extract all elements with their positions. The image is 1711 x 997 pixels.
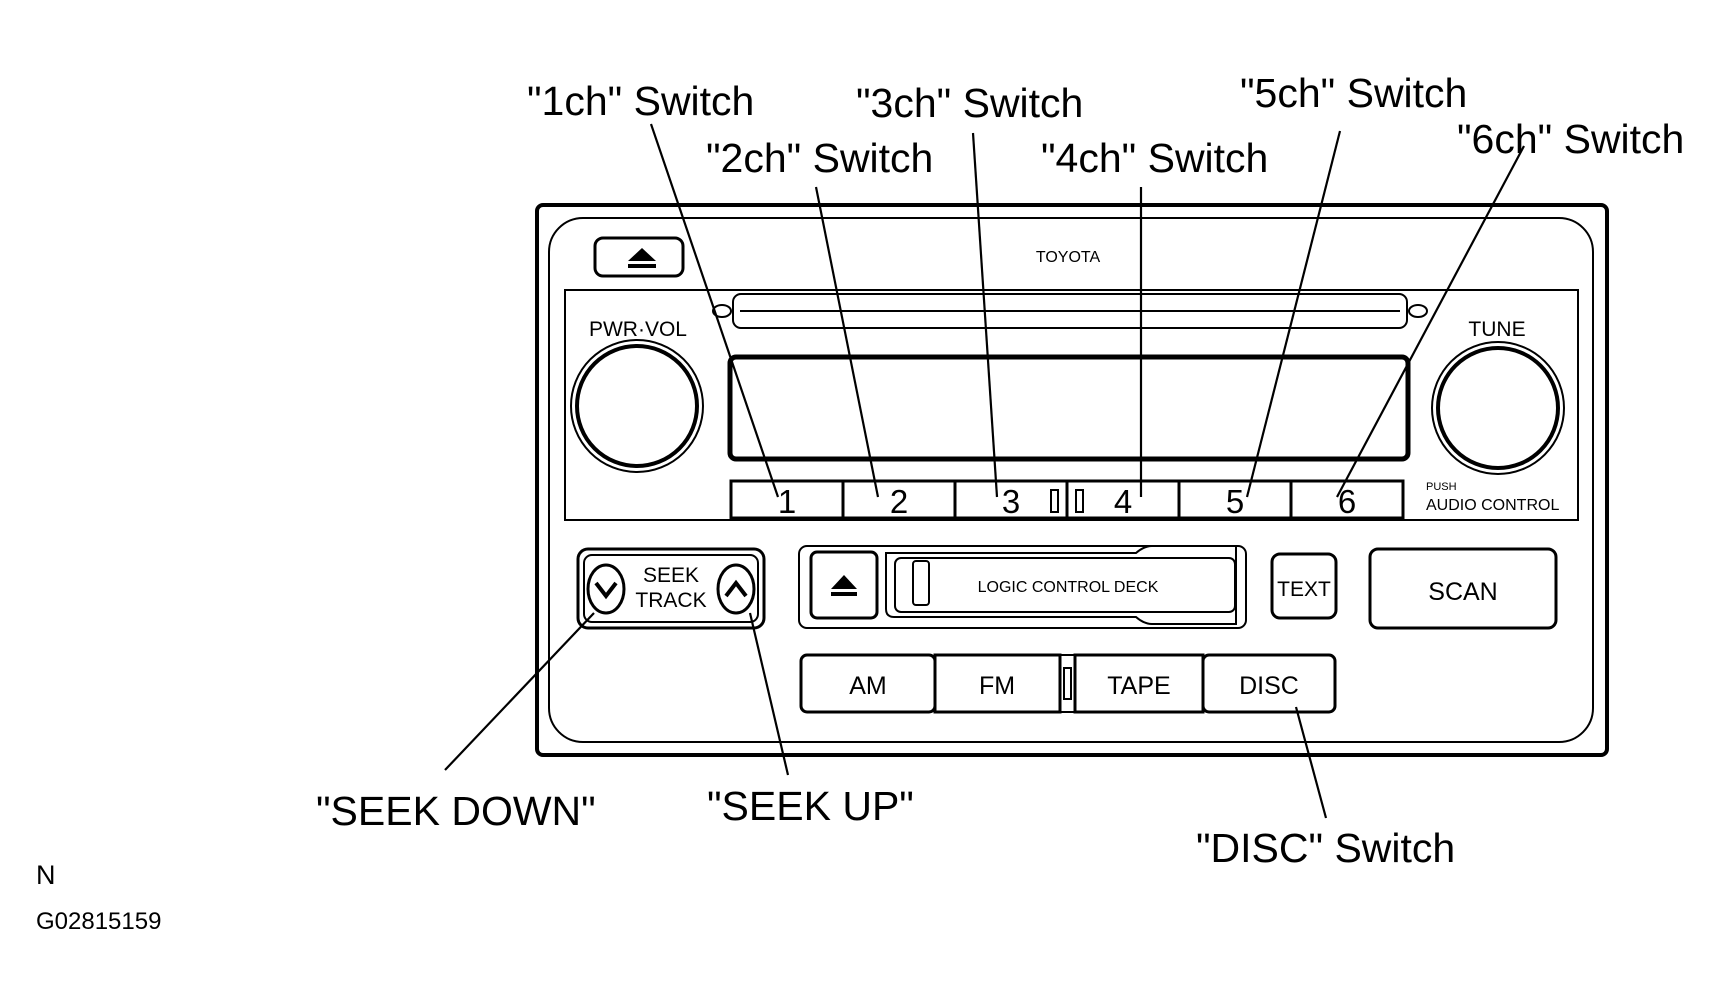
cassette-window (894, 557, 1236, 613)
seek-track-rocker (576, 547, 766, 630)
eject-icon (628, 248, 656, 261)
slot-end-right (1408, 304, 1428, 318)
logic-control-deck-label: LOGIC CONTROL DECK (978, 579, 1159, 596)
pwr-vol-knob[interactable] (575, 344, 699, 468)
tune-knob-outer (1431, 341, 1565, 475)
figure-id: G02815159 (36, 908, 161, 935)
disc-button-label: DISC (1239, 672, 1299, 700)
leader-seek-up (748, 612, 790, 776)
preset-button-1[interactable] (729, 479, 845, 520)
preset-label-1: 1 (778, 483, 796, 520)
cassette-deck-frame (798, 545, 1247, 629)
tune-knob[interactable] (1436, 346, 1560, 470)
source-divider-mark (1063, 667, 1072, 700)
slot-end-left (712, 304, 732, 318)
pwr-vol-label: PWR·VOL (589, 318, 687, 341)
leader-5ch (1245, 130, 1342, 498)
callout-seek-up: "SEEK UP" (707, 783, 914, 829)
fm-button[interactable] (933, 653, 1062, 714)
fm-button-label: FM (979, 672, 1015, 700)
tune-label: TUNE (1468, 318, 1525, 341)
callout-6ch: "6ch" Switch (1457, 116, 1684, 162)
preset-button-3[interactable] (953, 479, 1069, 520)
preset-divider-left (1050, 489, 1059, 513)
chevron-down-icon (594, 581, 618, 600)
cassette-mark (912, 560, 930, 606)
audio-control-label: AUDIO CONTROL (1426, 497, 1559, 514)
eject-icon (831, 575, 857, 589)
preset-divider-right (1075, 489, 1084, 513)
callout-seek-down: "SEEK DOWN" (316, 788, 596, 834)
brand-label: TOYOTA (1036, 249, 1101, 266)
seek-label: SEEK (643, 564, 699, 587)
leader-seek-down (444, 612, 595, 771)
eject-bar-icon (831, 592, 857, 596)
radio-faceplate (548, 217, 1594, 743)
cassette-door (885, 545, 1237, 625)
display-window (727, 354, 1411, 462)
preset-label-6: 6 (1338, 483, 1356, 520)
preset-label-4: 4 (1114, 483, 1132, 520)
push-label: PUSH (1426, 481, 1457, 493)
callout-2ch: "2ch" Switch (706, 135, 933, 181)
preset-row: 1 2 3 4 5 6 (729, 479, 1405, 520)
figure-letter: N (36, 860, 56, 890)
leader-1ch (649, 123, 780, 498)
disc-button[interactable] (1201, 653, 1337, 714)
track-label: TRACK (635, 589, 706, 612)
leader-3ch (971, 132, 999, 498)
callout-3ch: "3ch" Switch (856, 80, 1083, 126)
leader-disc (1294, 706, 1328, 819)
scan-button-label: SCAN (1428, 578, 1497, 606)
seek-track-rocker-inner (583, 554, 759, 623)
upper-band (564, 289, 1579, 521)
callout-5ch: "5ch" Switch (1240, 70, 1467, 116)
scan-button[interactable] (1368, 547, 1558, 630)
text-button-label: TEXT (1277, 578, 1331, 601)
text-button[interactable] (1270, 552, 1338, 620)
callout-1ch: "1ch" Switch (527, 78, 754, 124)
am-button-label: AM (849, 672, 887, 700)
preset-label-2: 2 (890, 483, 908, 520)
disc-slot (732, 293, 1408, 329)
seek-up-button[interactable] (716, 563, 756, 615)
pwr-vol-knob-outer (570, 339, 704, 473)
callout-disc: "DISC" Switch (1196, 825, 1455, 871)
callout-4ch: "4ch" Switch (1041, 135, 1268, 181)
preset-label-5: 5 (1226, 483, 1244, 520)
seek-down-button[interactable] (586, 563, 626, 615)
eject-bar-icon (628, 264, 656, 268)
leader-lines (444, 123, 1525, 819)
preset-button-6[interactable] (1289, 479, 1405, 520)
leader-2ch (814, 186, 880, 498)
tape-button-label: TAPE (1107, 672, 1170, 700)
chevron-up-icon (724, 579, 748, 598)
preset-label-3: 3 (1002, 483, 1020, 520)
leader-6ch (1336, 145, 1525, 498)
source-divider (1059, 654, 1076, 713)
